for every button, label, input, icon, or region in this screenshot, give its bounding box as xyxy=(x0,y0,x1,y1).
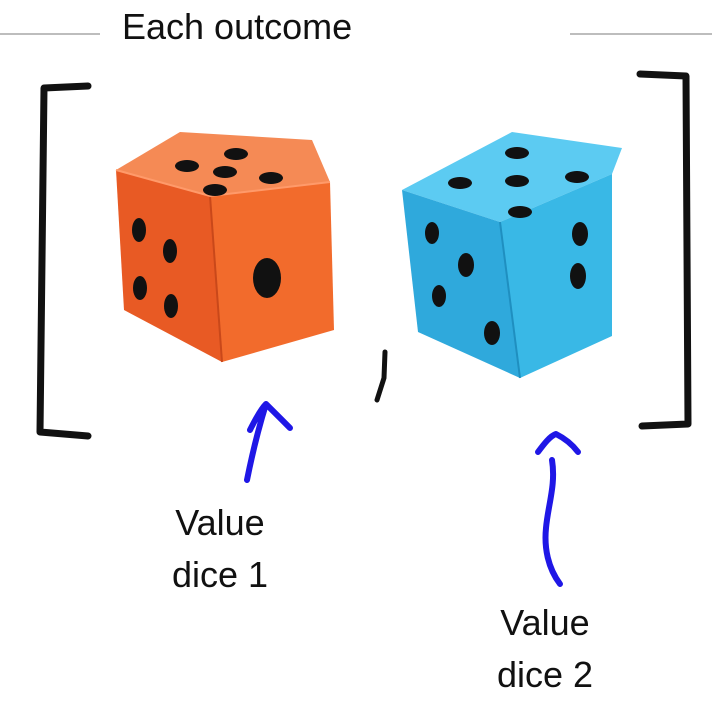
orange-die xyxy=(115,132,334,363)
arrow-die2 xyxy=(535,431,581,587)
die1-caption-line1: Value xyxy=(175,502,265,543)
die1-caption-line2: dice 1 xyxy=(171,554,269,595)
arrow-die1 xyxy=(244,401,293,483)
blue-die xyxy=(402,132,622,379)
comma-separator xyxy=(374,349,388,403)
die2-caption-line2: dice 2 xyxy=(496,654,594,695)
left-bracket xyxy=(36,82,92,440)
heading-text: Each outcome xyxy=(122,6,353,47)
die2-caption: Value dice 2 xyxy=(475,597,615,701)
right-bracket xyxy=(636,70,692,430)
outcome-heading: Each outcome xyxy=(0,0,712,60)
die2-caption-line1: Value xyxy=(500,602,590,643)
heading-rule-left xyxy=(0,33,100,35)
heading-rule-right xyxy=(570,33,712,35)
die1-caption: Value dice 1 xyxy=(150,497,290,601)
